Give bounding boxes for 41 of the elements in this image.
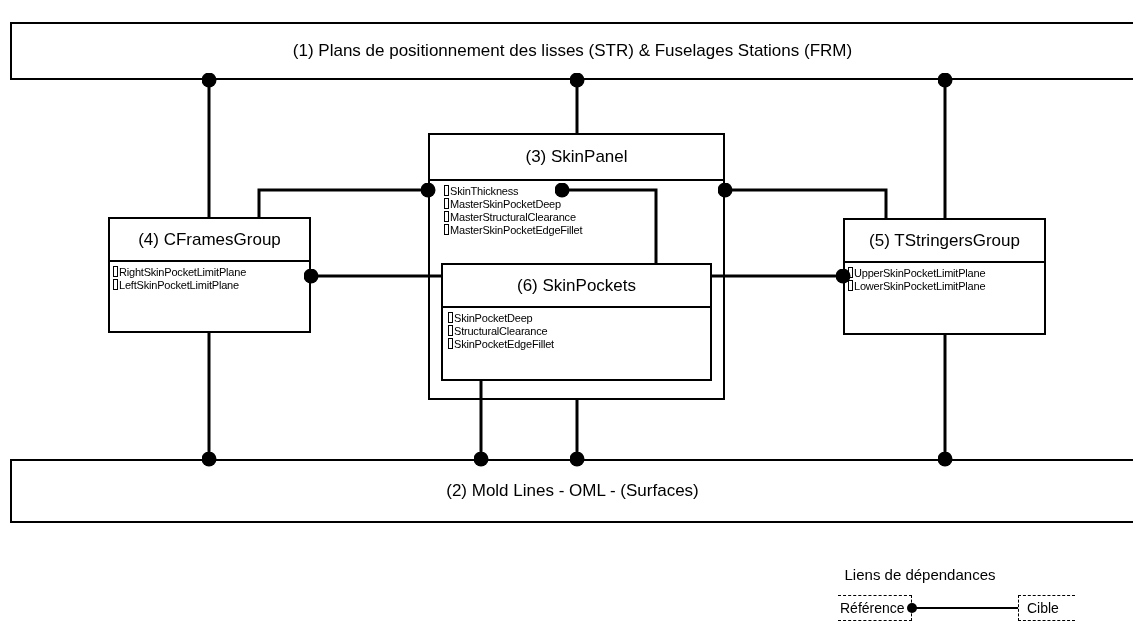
class-box bbox=[441, 263, 712, 381]
dependency-link bbox=[303, 268, 441, 284]
class-title: (5) TStringersGroup bbox=[845, 220, 1044, 263]
parameter-name: StructuralClearance bbox=[454, 324, 548, 337]
dependency-link bbox=[569, 72, 585, 133]
class-box bbox=[428, 133, 725, 400]
parameter-name: LowerSkinPocketLimitPlane bbox=[854, 279, 986, 292]
legend-sample-text: Cible bbox=[1027, 600, 1060, 616]
legend-sample-text: Référence bbox=[840, 600, 906, 616]
band-title: (2) Mold Lines - OML - (Surfaces) bbox=[446, 481, 699, 501]
class-title: (3) SkinPanel bbox=[430, 135, 723, 181]
dependency-link bbox=[201, 333, 217, 467]
band-box bbox=[10, 22, 1133, 80]
parameter-name: SkinThickness bbox=[450, 184, 519, 197]
dependency-link bbox=[554, 182, 658, 263]
band-box bbox=[10, 459, 1133, 523]
parameter-name: LeftSkinPocketLimitPlane bbox=[119, 278, 239, 291]
legend-sample-box bbox=[1018, 595, 1075, 621]
parameter-name: UpperSkinPocketLimitPlane bbox=[854, 266, 986, 279]
dependency-link bbox=[712, 268, 851, 284]
dependency-link bbox=[201, 72, 217, 217]
dependency-link bbox=[717, 182, 888, 218]
class-title: (4) CFramesGroup bbox=[110, 219, 309, 262]
class-box bbox=[108, 217, 311, 333]
parameter-name: MasterSkinPocketEdgeFillet bbox=[450, 223, 583, 236]
band-title: (1) Plans de positionnement des lisses (STR) & Fuselages Stations (FRM) bbox=[292, 41, 853, 61]
class-box bbox=[843, 218, 1046, 335]
dependency-link bbox=[473, 381, 489, 467]
parameter-name: RightSkinPocketLimitPlane bbox=[119, 265, 247, 278]
legend-sample-box bbox=[838, 595, 912, 621]
parameter-name: SkinPocketEdgeFillet bbox=[454, 337, 554, 350]
dependency-link bbox=[907, 603, 1019, 613]
dependency-link bbox=[257, 182, 436, 217]
dependency-link bbox=[937, 72, 953, 218]
dependency-link bbox=[569, 400, 585, 467]
dependency-link bbox=[937, 335, 953, 467]
parameter-name: SkinPocketDeep bbox=[454, 311, 533, 324]
legend-title: Liens de dépendances bbox=[843, 566, 997, 583]
parameter-name: MasterSkinPocketDeep bbox=[450, 197, 561, 210]
class-title: (6) SkinPockets bbox=[443, 265, 710, 308]
parameter-name: MasterStructuralClearance bbox=[450, 210, 576, 223]
